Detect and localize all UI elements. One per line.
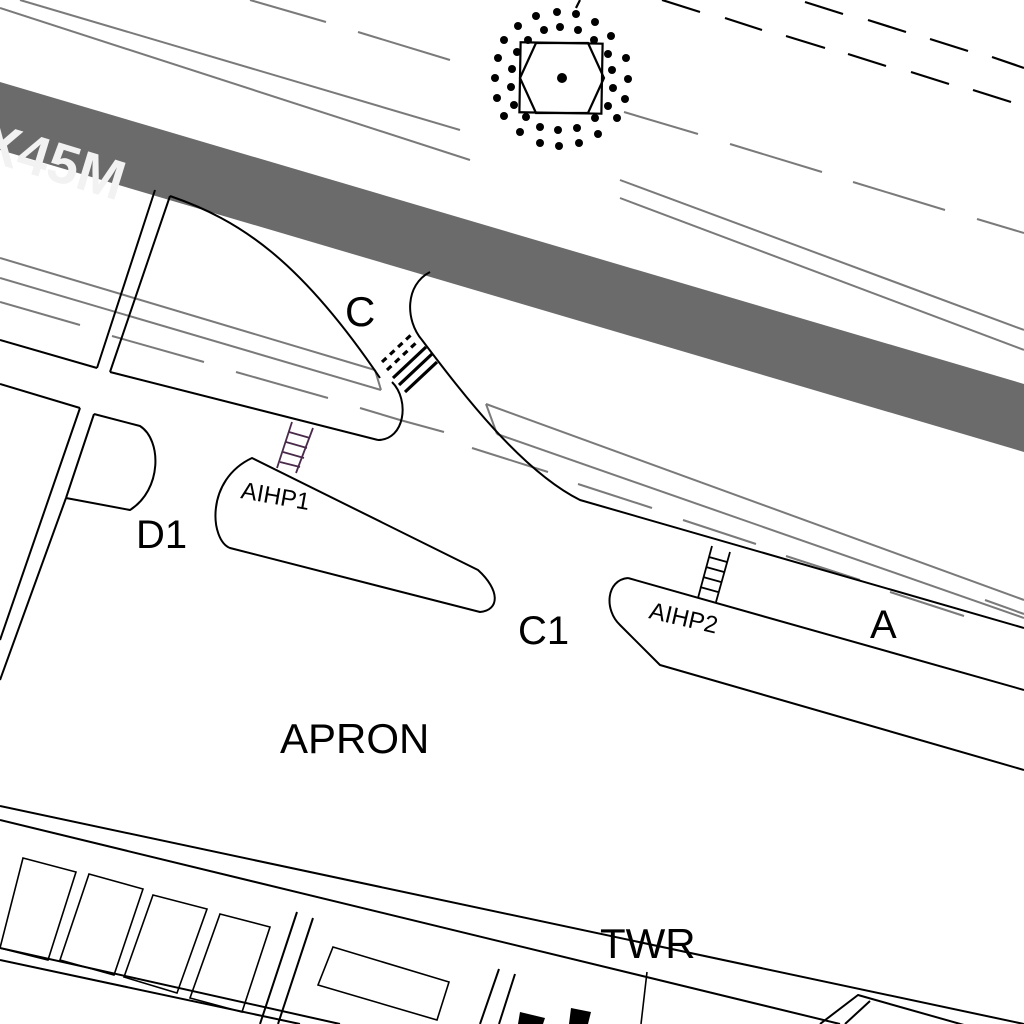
aihp2-island [608, 577, 1024, 771]
navaid-symbol [491, 8, 632, 150]
terminal-buildings [0, 805, 1024, 1024]
taxiway-c-label: C [345, 288, 375, 335]
taxiway-a-label: A [870, 603, 897, 647]
aihp2-ladder-icon [697, 545, 731, 603]
aihp2-label: AIHP2 [647, 598, 721, 640]
holding-position-c [380, 332, 439, 394]
aihp1-island [214, 457, 496, 613]
apron-label: APRON [280, 715, 429, 762]
tower-label: TWR [600, 920, 696, 967]
taxiway-d1-edges [0, 407, 157, 681]
taxiway-c-edges [0, 189, 1024, 629]
runway [0, 82, 1024, 452]
taxiway-c1-label: C1 [518, 609, 569, 653]
dotted-ring [491, 8, 632, 150]
top-grey-lines [0, 0, 1024, 351]
left-grey-lines [0, 257, 1024, 619]
aihp1-ladder-icon [276, 421, 314, 474]
top-dashed-lines [575, 0, 1024, 104]
taxiway-d1-label: D1 [136, 513, 187, 557]
